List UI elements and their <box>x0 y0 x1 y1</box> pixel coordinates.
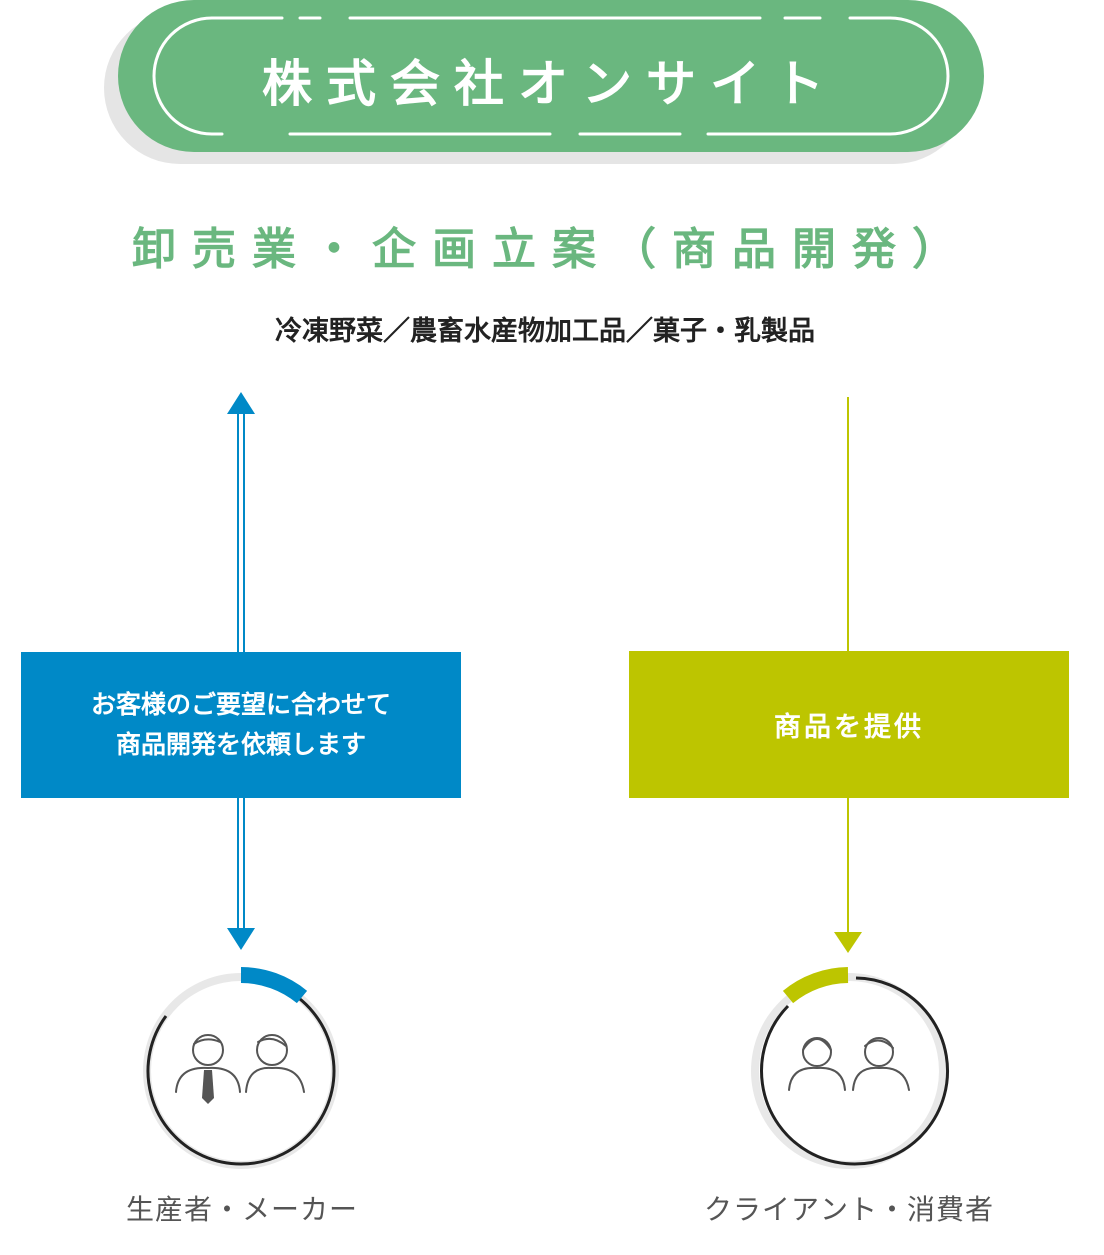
request-box: お客様のご要望に合わせて 商品開発を依頼します <box>21 652 461 798</box>
business-title: 卸売業・企画立案（商品開発） <box>132 224 972 275</box>
producer-people-icon <box>143 967 339 1169</box>
provide-label: 商品を提供 <box>774 712 924 743</box>
title-pill-shape <box>104 0 984 164</box>
products-list: 冷凍野菜／農畜水産物加工品／菓子・乳製品 <box>275 316 815 347</box>
company-name: 株式会社オンサイト <box>262 55 838 113</box>
consumer-people-icon <box>751 967 950 1169</box>
producers-caption: 生産者・メーカー <box>125 1193 358 1226</box>
company-title-banner: 株式会社オンサイト <box>0 0 1104 170</box>
arrow-down-icon <box>227 928 255 950</box>
provide-box: 商品を提供 <box>629 651 1069 798</box>
request-line-1: お客様のご要望に合わせて <box>90 690 391 719</box>
arrow-up-icon <box>227 392 255 414</box>
request-line-2: 商品開発を依頼します <box>115 730 366 759</box>
arrow-down-icon <box>834 932 862 953</box>
consumers-caption: クライアント・消費者 <box>703 1193 994 1226</box>
